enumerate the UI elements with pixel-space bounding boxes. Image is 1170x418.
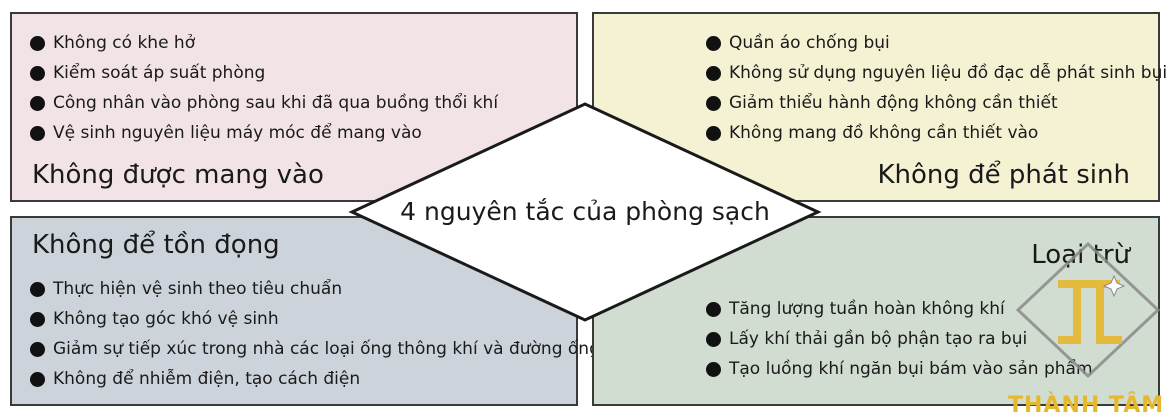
list-item-text: Vệ sinh nguyên liệu máy móc để mang vào (53, 123, 422, 143)
bullet-icon (706, 95, 721, 111)
list-item-text: Quần áo chống bụi (729, 33, 890, 53)
bullet-icon (30, 281, 45, 297)
bullet-icon (706, 331, 721, 347)
bullet-icon (706, 301, 721, 317)
list-item: Công nhân vào phòng sau khi đã qua buồng… (30, 88, 498, 118)
list-item: Không có khe hở (30, 28, 498, 58)
list-item-text: Lấy khí thải gần bộ phận tạo ra bụi (729, 329, 1028, 349)
list-item-text: Công nhân vào phòng sau khi đã qua buồng… (53, 93, 499, 113)
bullet-list: Không có khe hở Kiểm soát áp suất phòng … (30, 28, 498, 148)
bullet-icon (706, 361, 721, 377)
list-item: Không để nhiễm điện, tạo cách điện (30, 364, 600, 394)
list-item-text: Giảm thiểu hành động không cần thiết (729, 93, 1058, 113)
list-item: Không sử dụng nguyên liệu đồ đạc dễ phát… (706, 58, 1167, 88)
bullet-icon (706, 125, 721, 141)
center-title: 4 nguyên tắc của phòng sạch (400, 197, 770, 226)
bullet-icon (30, 35, 45, 51)
bullet-icon (706, 65, 721, 81)
list-item-text: Không có khe hở (53, 33, 196, 53)
list-item: Kiểm soát áp suất phòng (30, 58, 498, 88)
list-item: Thực hiện vệ sinh theo tiêu chuẩn (30, 274, 600, 304)
bullet-list: Tăng lượng tuần hoàn không khí Lấy khí t… (706, 294, 1093, 384)
list-item: Tạo luồng khí ngăn bụi bám vào sản phẩm (706, 354, 1093, 384)
bullet-icon (30, 371, 45, 387)
quadrant-title: Không được mang vào (32, 160, 324, 190)
list-item: Không mang đồ không cần thiết vào (706, 118, 1167, 148)
list-item: Giảm sự tiếp xúc trong nhà các loại ống … (30, 334, 600, 364)
list-item-text: Thực hiện vệ sinh theo tiêu chuẩn (53, 279, 343, 299)
list-item-text: Tăng lượng tuần hoàn không khí (729, 299, 1005, 319)
quadrant-title: Không để tồn đọng (32, 230, 280, 260)
list-item: Không tạo góc khó vệ sinh (30, 304, 600, 334)
bullet-icon (30, 95, 45, 111)
list-item-text: Không để nhiễm điện, tạo cách điện (53, 369, 361, 389)
bullet-list: Quần áo chống bụi Không sử dụng nguyên l… (706, 28, 1167, 148)
list-item: Tăng lượng tuần hoàn không khí (706, 294, 1093, 324)
list-item-text: Tạo luồng khí ngăn bụi bám vào sản phẩm (729, 359, 1093, 379)
list-item: Vệ sinh nguyên liệu máy móc để mang vào (30, 118, 498, 148)
list-item: Lấy khí thải gần bộ phận tạo ra bụi (706, 324, 1093, 354)
watermark-text: THÀNH TÂM (1008, 393, 1165, 418)
list-item-text: Giảm sự tiếp xúc trong nhà các loại ống … (53, 339, 600, 359)
bullet-icon (30, 65, 45, 81)
bullet-icon (30, 125, 45, 141)
list-item: Quần áo chống bụi (706, 28, 1167, 58)
quadrant-title: Loại trừ (1031, 240, 1130, 270)
bullet-list: Thực hiện vệ sinh theo tiêu chuẩn Không … (30, 274, 600, 394)
watermark-logo-icon (1015, 241, 1161, 379)
quadrant-eliminate: Loại trừ Tăng lượng tuần hoàn không khí … (592, 216, 1160, 406)
bullet-icon (706, 35, 721, 51)
quadrant-title: Không để phát sinh (877, 160, 1130, 190)
list-item-text: Kiểm soát áp suất phòng (53, 63, 266, 83)
list-item-text: Không sử dụng nguyên liệu đồ đạc dễ phát… (729, 63, 1168, 83)
quadrant-not-bring-in: Không có khe hở Kiểm soát áp suất phòng … (10, 12, 578, 202)
list-item-text: Không tạo góc khó vệ sinh (53, 309, 279, 329)
bullet-icon (30, 311, 45, 327)
list-item-text: Không mang đồ không cần thiết vào (729, 123, 1039, 143)
bullet-icon (30, 341, 45, 357)
list-item: Giảm thiểu hành động không cần thiết (706, 88, 1167, 118)
